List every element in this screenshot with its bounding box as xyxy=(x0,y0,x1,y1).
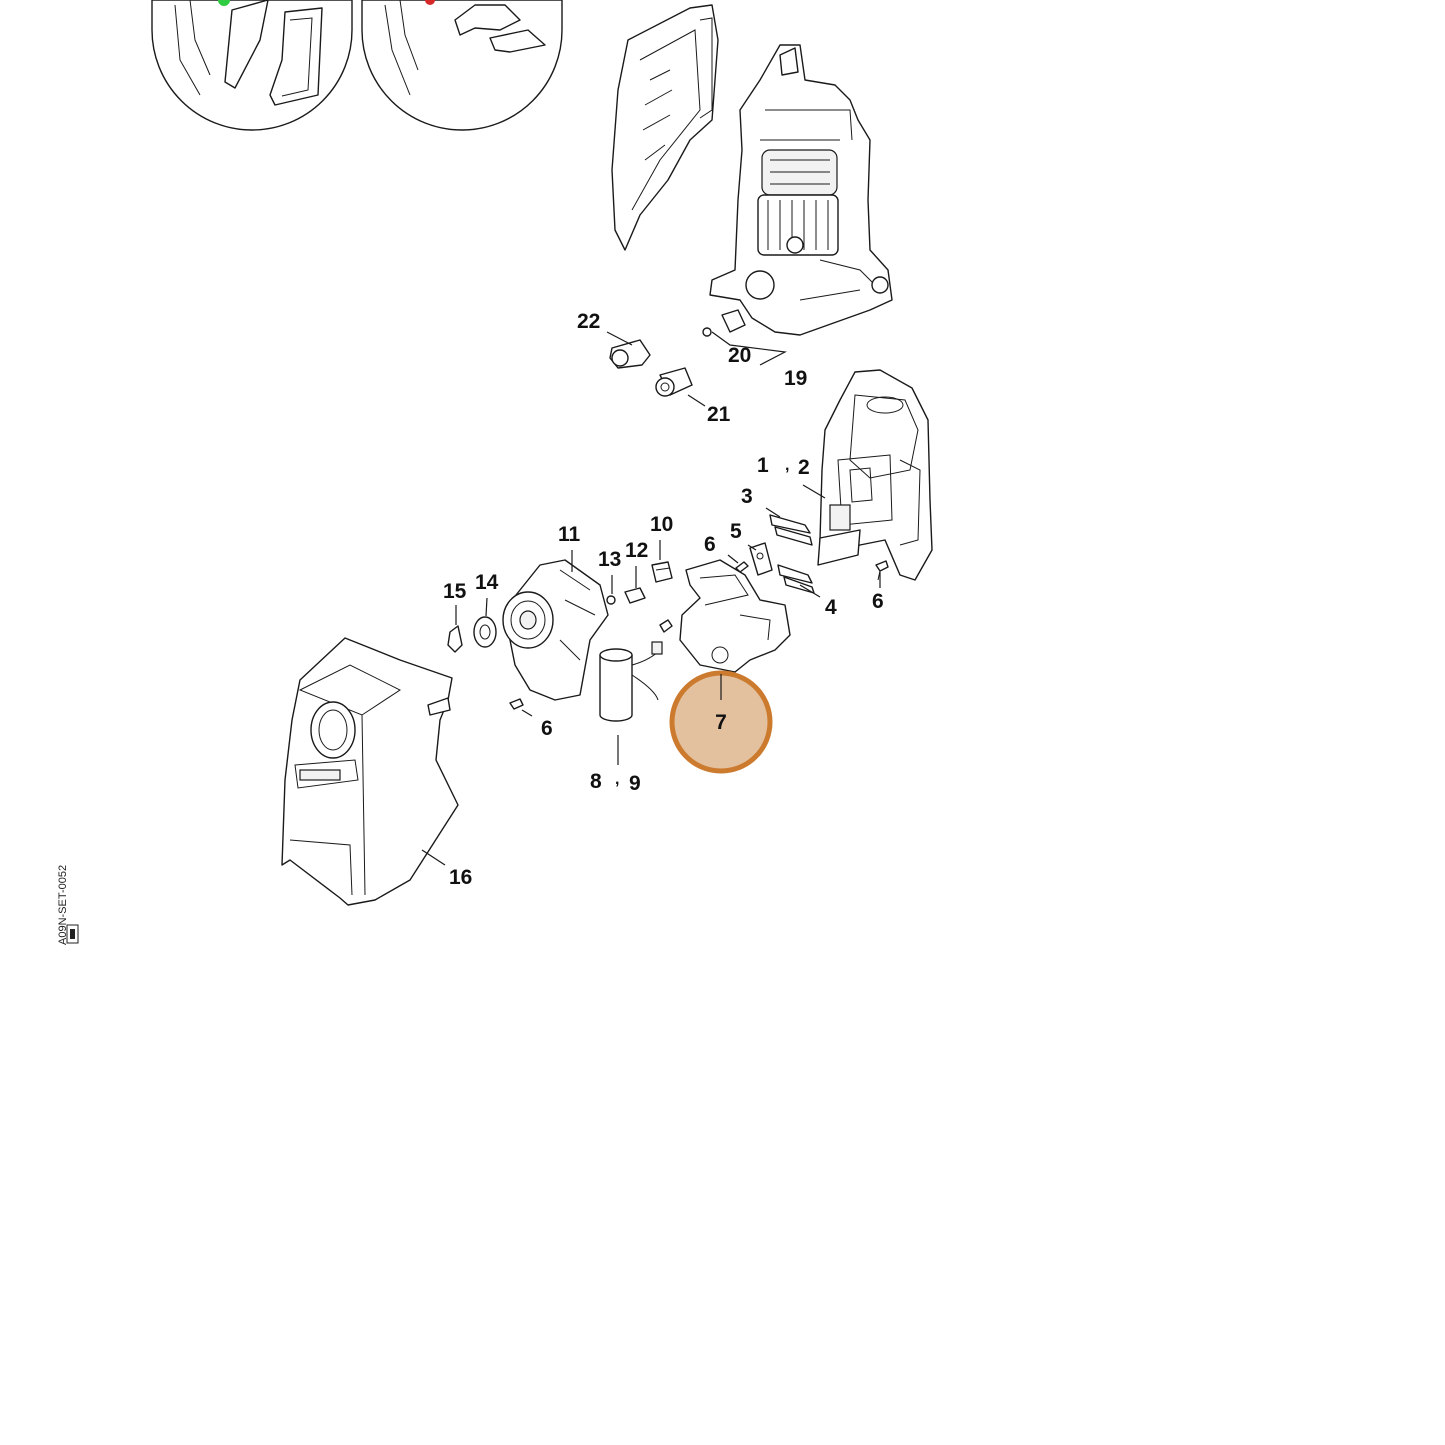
screw-6b xyxy=(875,560,889,581)
relay-10 xyxy=(651,561,673,583)
callout-16[interactable]: 16 xyxy=(449,866,472,889)
callout-13[interactable]: 13 xyxy=(598,548,621,571)
coupling-22 xyxy=(609,339,651,369)
capacitor xyxy=(599,641,663,722)
callout-6-top[interactable]: 6 xyxy=(704,533,716,556)
callout-4[interactable]: 4 xyxy=(825,596,837,619)
callout-3[interactable]: 3 xyxy=(741,485,753,508)
green-indicator-icon xyxy=(218,0,230,6)
red-indicator-icon xyxy=(425,0,435,5)
callout-21[interactable]: 21 xyxy=(707,403,731,426)
svg-text:A09N-SET-0052: A09N-SET-0052 xyxy=(57,865,69,945)
callout-2[interactable]: 2 xyxy=(798,456,810,479)
callout-5[interactable]: 5 xyxy=(730,520,742,543)
coupling-21 xyxy=(655,367,693,397)
bracket-5 xyxy=(749,542,773,576)
rear-housing-shell xyxy=(611,4,719,251)
terminal-12 xyxy=(624,587,646,604)
callout-10[interactable]: 10 xyxy=(650,513,673,536)
terminal-3 xyxy=(769,514,813,546)
callout-labels: 22 20 19 21 1 , 2 3 10 11 5 6 13 12 15 1… xyxy=(443,310,884,889)
highlighted-callout-7[interactable]: 7 xyxy=(669,670,773,774)
callout-1[interactable]: 1 xyxy=(757,454,769,477)
callout-14[interactable]: 14 xyxy=(475,571,499,594)
terminal-4 xyxy=(777,564,815,594)
switch-housing xyxy=(817,369,933,581)
callout-6-left[interactable]: 6 xyxy=(541,717,553,740)
clip-15 xyxy=(447,625,463,653)
detail-inset-left xyxy=(151,0,353,131)
highlight-circle[interactable] xyxy=(669,670,773,774)
callout-9[interactable]: 9 xyxy=(629,772,641,795)
motor-pump-assembly xyxy=(709,44,893,336)
callout-12[interactable]: 12 xyxy=(625,539,648,562)
fitting-20 xyxy=(702,309,746,337)
detail-inset-right xyxy=(361,0,563,131)
capacitor-cover xyxy=(659,559,791,673)
leader-lines xyxy=(421,331,881,866)
callout-15[interactable]: 15 xyxy=(443,580,467,603)
screw-6c xyxy=(509,698,524,710)
callout-separator-1-2: , xyxy=(785,457,789,474)
fan-14 xyxy=(473,616,497,648)
front-cover xyxy=(281,637,459,906)
callout-20[interactable]: 20 xyxy=(728,344,751,367)
callout-6-right[interactable]: 6 xyxy=(872,590,884,613)
callout-19[interactable]: 19 xyxy=(784,367,807,390)
washer-13 xyxy=(606,595,616,605)
highlight-label[interactable]: 7 xyxy=(715,711,727,734)
callout-8[interactable]: 8 xyxy=(590,770,602,793)
reference-code: A09N-SET-0052 xyxy=(57,865,79,945)
callout-separator-8-9: , xyxy=(615,771,619,788)
callout-22[interactable]: 22 xyxy=(577,310,600,333)
motor-cover xyxy=(502,559,609,701)
callout-11[interactable]: 11 xyxy=(558,523,581,546)
